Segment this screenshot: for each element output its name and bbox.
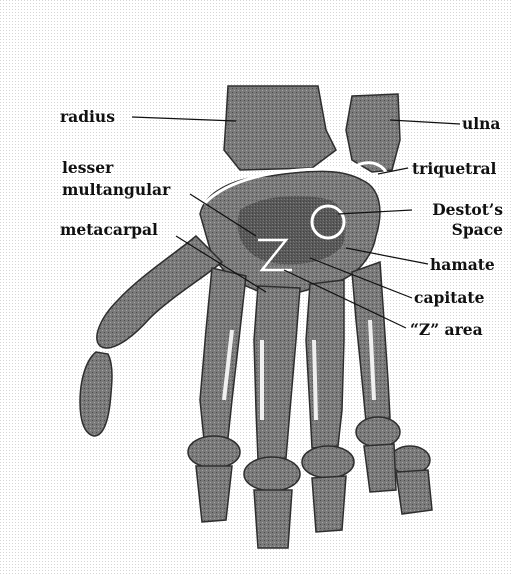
knuckle-index [188, 436, 240, 468]
phalanx-ring [312, 476, 346, 532]
label-space: Space [452, 221, 503, 238]
knuckle-middle [244, 457, 300, 491]
radius-bone [224, 86, 336, 170]
label-z-area: “Z” area [410, 321, 483, 338]
knuckle-ring [302, 446, 354, 478]
label-multangular: multangular [62, 181, 170, 198]
phalanx-little [364, 444, 396, 492]
label-ulna: ulna [462, 115, 500, 132]
metacarpal-ring [306, 280, 344, 448]
ulna-bone [346, 94, 400, 172]
phalanx-index [196, 466, 232, 522]
label-radius: radius [60, 108, 115, 125]
label-lesser: lesser [62, 159, 113, 176]
label-capitate: capitate [414, 289, 484, 306]
label-triquetral: triquetral [412, 160, 496, 177]
label-hamate: hamate [430, 256, 495, 273]
label-metacarpal: metacarpal [60, 221, 158, 238]
label-destots: Destot’s [432, 201, 503, 218]
highlight-ring [314, 340, 316, 420]
phalanx-middle [254, 490, 292, 548]
knuckle-little [356, 417, 400, 447]
phalanx-extra [396, 470, 432, 514]
